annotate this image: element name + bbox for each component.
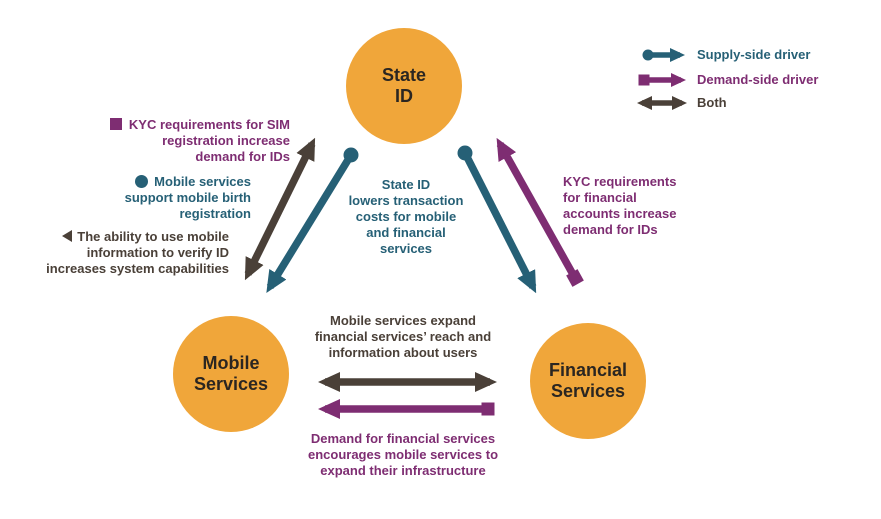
annotation-line: State ID	[381, 177, 431, 192]
annotation-line: Demand for financial services	[310, 431, 496, 446]
arrow-state-mobile-supply	[266, 153, 355, 293]
annotation-line: for financial	[563, 190, 637, 205]
annotation-demand-financial: Demand for financial services encourages…	[293, 431, 513, 479]
annotation-line: financial services’ reach and	[314, 329, 492, 344]
annotation-line: expand their infrastructure	[320, 463, 486, 478]
arrow-state-mobile-both	[244, 137, 316, 281]
node-mobile-services: Mobile Services	[173, 316, 289, 432]
arrow-state-financial-supply	[461, 151, 537, 294]
annotation-state-id-lowers: State ID lowers transaction costs for mo…	[326, 177, 486, 257]
legend-both-label: Both	[697, 95, 727, 110]
arrow-financial-state-demand	[496, 137, 579, 280]
node-financial-services-label: Financial Services	[548, 360, 628, 401]
annotation-line: information to verify ID	[86, 245, 229, 260]
annotation-line: Mobile services	[154, 174, 251, 189]
annotation-line: accounts increase	[563, 206, 677, 221]
annotation-mobile-birth: Mobile services support mobile birth reg…	[81, 174, 251, 222]
square-bullet-icon	[109, 118, 122, 130]
legend-demand-label: Demand-side driver	[697, 72, 819, 87]
annotation-line: information about users	[328, 345, 478, 360]
annotation-line: increases system capabilities	[46, 261, 229, 276]
annotation-line: services	[379, 241, 433, 256]
annotation-line: KYC requirements	[563, 174, 677, 189]
annotation-verify-id: The ability to use mobile information to…	[37, 229, 229, 277]
annotation-line: demand for IDs	[563, 222, 658, 237]
node-state-id: State ID	[346, 28, 462, 144]
legend-demand-tail-icon	[638, 74, 650, 86]
annotation-kyc-financial: KYC requirements for financial accounts …	[563, 174, 723, 238]
annotation-line: support mobile birth	[124, 190, 251, 205]
annotation-line: Mobile services expand	[330, 313, 476, 328]
node-mobile-services-label: Mobile Services	[193, 353, 269, 394]
annotation-line: and financial	[366, 225, 446, 240]
node-financial-services: Financial Services	[530, 323, 646, 439]
annotation-line: demand for IDs	[195, 149, 290, 164]
annotation-line: encourages mobile services to	[307, 447, 499, 462]
annotation-line: registration	[179, 206, 251, 221]
annotation-line: costs for mobile	[355, 209, 457, 224]
annotation-line: KYC requirements for SIM	[128, 117, 290, 132]
legend-supply-label: Supply-side driver	[697, 47, 811, 62]
triangle-bullet-icon	[62, 230, 73, 242]
circle-bullet-icon	[135, 175, 149, 188]
annotation-line: registration increase	[162, 133, 290, 148]
annotation-kyc-sim: KYC requirements for SIM registration in…	[98, 117, 290, 165]
annotation-line: lowers transaction	[348, 193, 464, 208]
annotation-mobile-expand: Mobile services expand financial service…	[303, 313, 503, 361]
annotation-line: The ability to use mobile	[77, 229, 229, 244]
node-state-id-label: State ID	[381, 65, 426, 106]
